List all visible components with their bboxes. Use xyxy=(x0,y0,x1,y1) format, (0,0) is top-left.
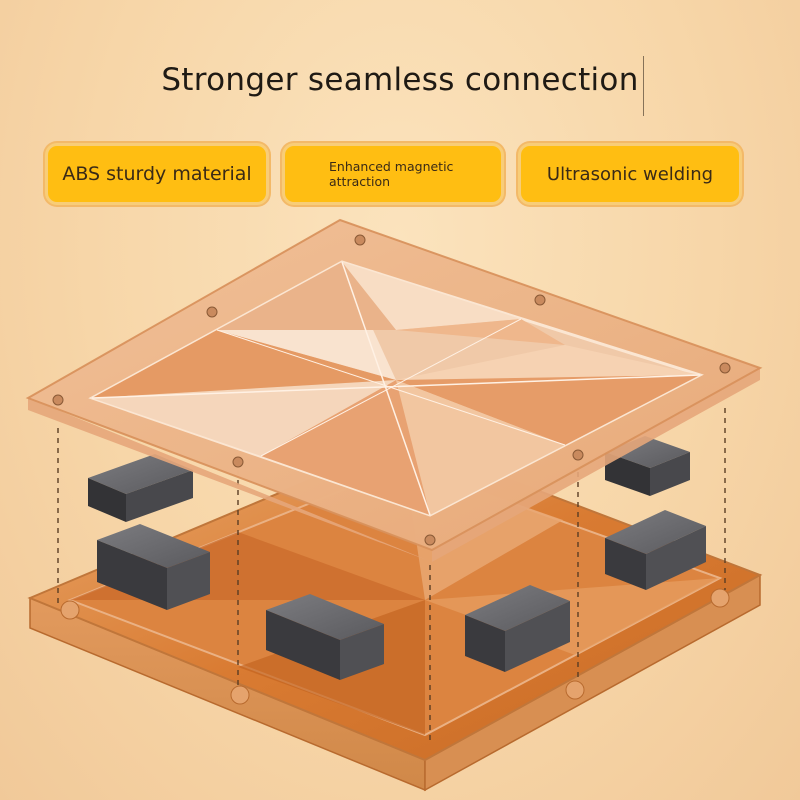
screw-hole xyxy=(719,362,731,374)
base-tray xyxy=(27,438,763,792)
pyramid-facet xyxy=(396,375,700,445)
pyramid-ridge xyxy=(91,374,701,399)
screw-hole xyxy=(424,534,436,546)
magnet xyxy=(88,454,193,522)
base-post xyxy=(230,685,250,705)
magnet xyxy=(266,594,384,680)
base-post xyxy=(710,588,730,608)
pyramid-facet xyxy=(396,319,565,345)
feature-badge-magnetic: Enhanced magnetic attraction xyxy=(285,146,501,202)
screw-hole xyxy=(206,306,218,318)
magnet xyxy=(605,510,706,590)
pyramid-ridge xyxy=(341,261,431,516)
feature-badge-label: ABS sturdy material xyxy=(62,163,252,185)
magnet xyxy=(97,524,210,610)
pyramid-ridge xyxy=(260,318,522,457)
pyramid-facet xyxy=(261,380,430,515)
alignment-lines xyxy=(57,408,726,745)
base-post xyxy=(565,680,585,700)
title-divider xyxy=(643,56,644,116)
page-title: Stronger seamless connection xyxy=(161,62,639,98)
pyramid-facet xyxy=(217,262,396,330)
pyramid-facet xyxy=(92,330,396,398)
feature-badge-label: Ultrasonic welding xyxy=(546,163,714,185)
screw-hole xyxy=(534,294,546,306)
pyramid-facet xyxy=(396,380,565,515)
magnet xyxy=(465,585,570,672)
feature-badge-material: ABS sturdy material xyxy=(48,146,266,202)
screw-hole xyxy=(572,449,584,461)
pyramid-facet xyxy=(342,262,521,330)
feature-badge-label: Enhanced magnetic attraction xyxy=(329,159,454,189)
screw-hole xyxy=(52,394,64,406)
base-facet-light xyxy=(425,578,720,655)
top-plate xyxy=(25,218,763,562)
screw-hole xyxy=(232,456,244,468)
pyramid-facet xyxy=(396,345,700,380)
screw-hole xyxy=(354,234,366,246)
feature-badge-welding: Ultrasonic welding xyxy=(521,146,739,202)
base-post xyxy=(60,600,80,620)
pyramid-facet xyxy=(92,380,396,456)
